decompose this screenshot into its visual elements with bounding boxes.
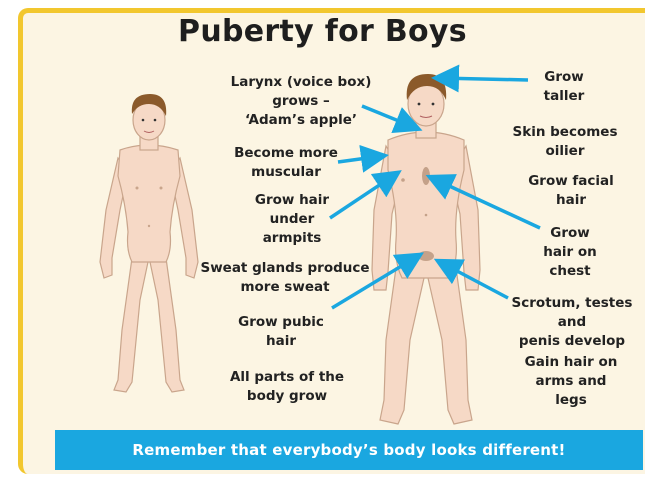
reminder-banner: Remember that everybody’s body looks dif… [55, 430, 643, 470]
label-sweat: Sweat glands produce more sweat [200, 259, 370, 297]
label-chest: Grow hair on chest [530, 224, 610, 281]
label-arms-legs: Gain hair on arms and legs [516, 353, 626, 410]
arrow-taller [438, 78, 528, 80]
label-skin: Skin becomes oilier [506, 123, 624, 161]
label-larynx: Larynx (voice box) grows – ‘Adam’s apple… [226, 73, 376, 130]
child-figure [100, 100, 198, 392]
label-pubic: Grow pubic hair [226, 313, 336, 351]
label-body-grow: All parts of the body grow [222, 368, 352, 406]
label-muscular: Become more muscular [226, 144, 346, 182]
label-armpits: Grow hair under armpits [242, 191, 342, 248]
label-scrotum: Scrotum, testes and penis develop [502, 294, 642, 351]
label-taller: Grow taller [524, 68, 604, 106]
label-facial: Grow facial hair [516, 172, 626, 210]
